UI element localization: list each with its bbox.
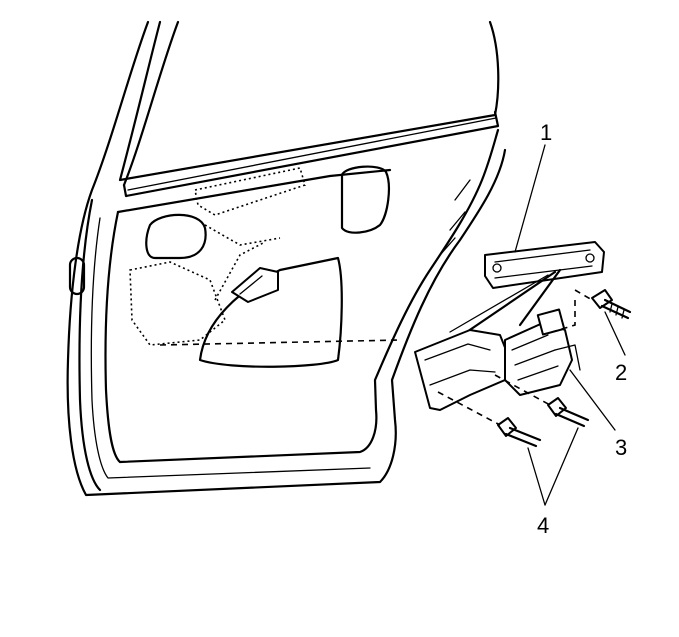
bolt-lower-left-head bbox=[497, 417, 517, 437]
regulator-upper-channel bbox=[484, 241, 605, 289]
bolts-lower bbox=[437, 374, 590, 448]
regulator-arm-edge bbox=[449, 274, 549, 333]
motor-housing bbox=[504, 321, 573, 396]
motor-gearbox-edge bbox=[554, 344, 581, 371]
door-edge-hatching bbox=[439, 179, 471, 256]
rear-door-shell bbox=[66, 20, 507, 497]
large-access-opening bbox=[198, 256, 343, 368]
regulator-base-plate bbox=[414, 329, 511, 411]
belt-molding bbox=[122, 110, 500, 198]
leader-line-4b bbox=[544, 427, 579, 506]
regulator-arm-short bbox=[518, 268, 562, 327]
regulator-bolt-hole-right bbox=[585, 253, 595, 263]
hidden-latch-assembly bbox=[129, 261, 226, 346]
door-inner-contour-mid bbox=[90, 217, 371, 479]
hidden-rod-mid bbox=[204, 224, 281, 246]
bolt-lower-right-head bbox=[547, 397, 567, 417]
bolt-lower-right-shank bbox=[554, 406, 590, 428]
callout-1: 1 bbox=[540, 120, 552, 145]
bolt-upper-head bbox=[591, 289, 613, 309]
leader-line-4a bbox=[527, 447, 546, 506]
access-hole-upper-right bbox=[340, 165, 390, 234]
callout-4: 4 bbox=[537, 513, 549, 538]
bolt-upper bbox=[551, 289, 632, 333]
hidden-latch-rod-upper bbox=[194, 167, 306, 216]
regulator-channel-ribs bbox=[494, 249, 593, 279]
regulator-plate-detail bbox=[424, 343, 496, 386]
leader-line-3 bbox=[569, 369, 616, 431]
install-guide-line-bolt-left bbox=[437, 391, 501, 426]
regulator-arm-long bbox=[453, 270, 557, 342]
motor-connector bbox=[536, 308, 566, 336]
hidden-rod-lower bbox=[214, 241, 266, 301]
access-hole-upper-left bbox=[145, 213, 207, 260]
regulator-motor bbox=[504, 308, 581, 396]
bolt-lower-left-shank bbox=[504, 426, 542, 448]
window-opening bbox=[118, 20, 500, 182]
install-guide-line-door bbox=[159, 339, 401, 346]
bolt-upper-shank bbox=[600, 298, 632, 320]
install-guide-line-bolt-upper-2 bbox=[551, 300, 576, 333]
window-regulator bbox=[414, 241, 605, 411]
inside-handle-detail bbox=[239, 275, 263, 295]
inside-handle-housing bbox=[231, 267, 279, 303]
door-inner-contour-left bbox=[78, 198, 102, 492]
install-guide-line-bolt-upper bbox=[574, 289, 593, 301]
regulator-bolt-hole-left bbox=[492, 263, 502, 273]
leader-lines bbox=[514, 144, 626, 506]
door-inner-top bbox=[116, 168, 392, 214]
door-latch-slot bbox=[68, 256, 86, 296]
door-inner-panel bbox=[104, 128, 500, 464]
callout-3: 3 bbox=[615, 435, 627, 460]
motor-housing-ribs bbox=[511, 334, 559, 381]
belt-molding-inner bbox=[127, 117, 497, 191]
door-outer-edge bbox=[66, 20, 507, 497]
bolt-upper-threads bbox=[609, 303, 625, 319]
door-glass-frame-inner bbox=[122, 20, 180, 187]
callout-2: 2 bbox=[615, 360, 627, 385]
leader-line-2 bbox=[604, 311, 626, 356]
leader-line-1 bbox=[514, 144, 546, 253]
